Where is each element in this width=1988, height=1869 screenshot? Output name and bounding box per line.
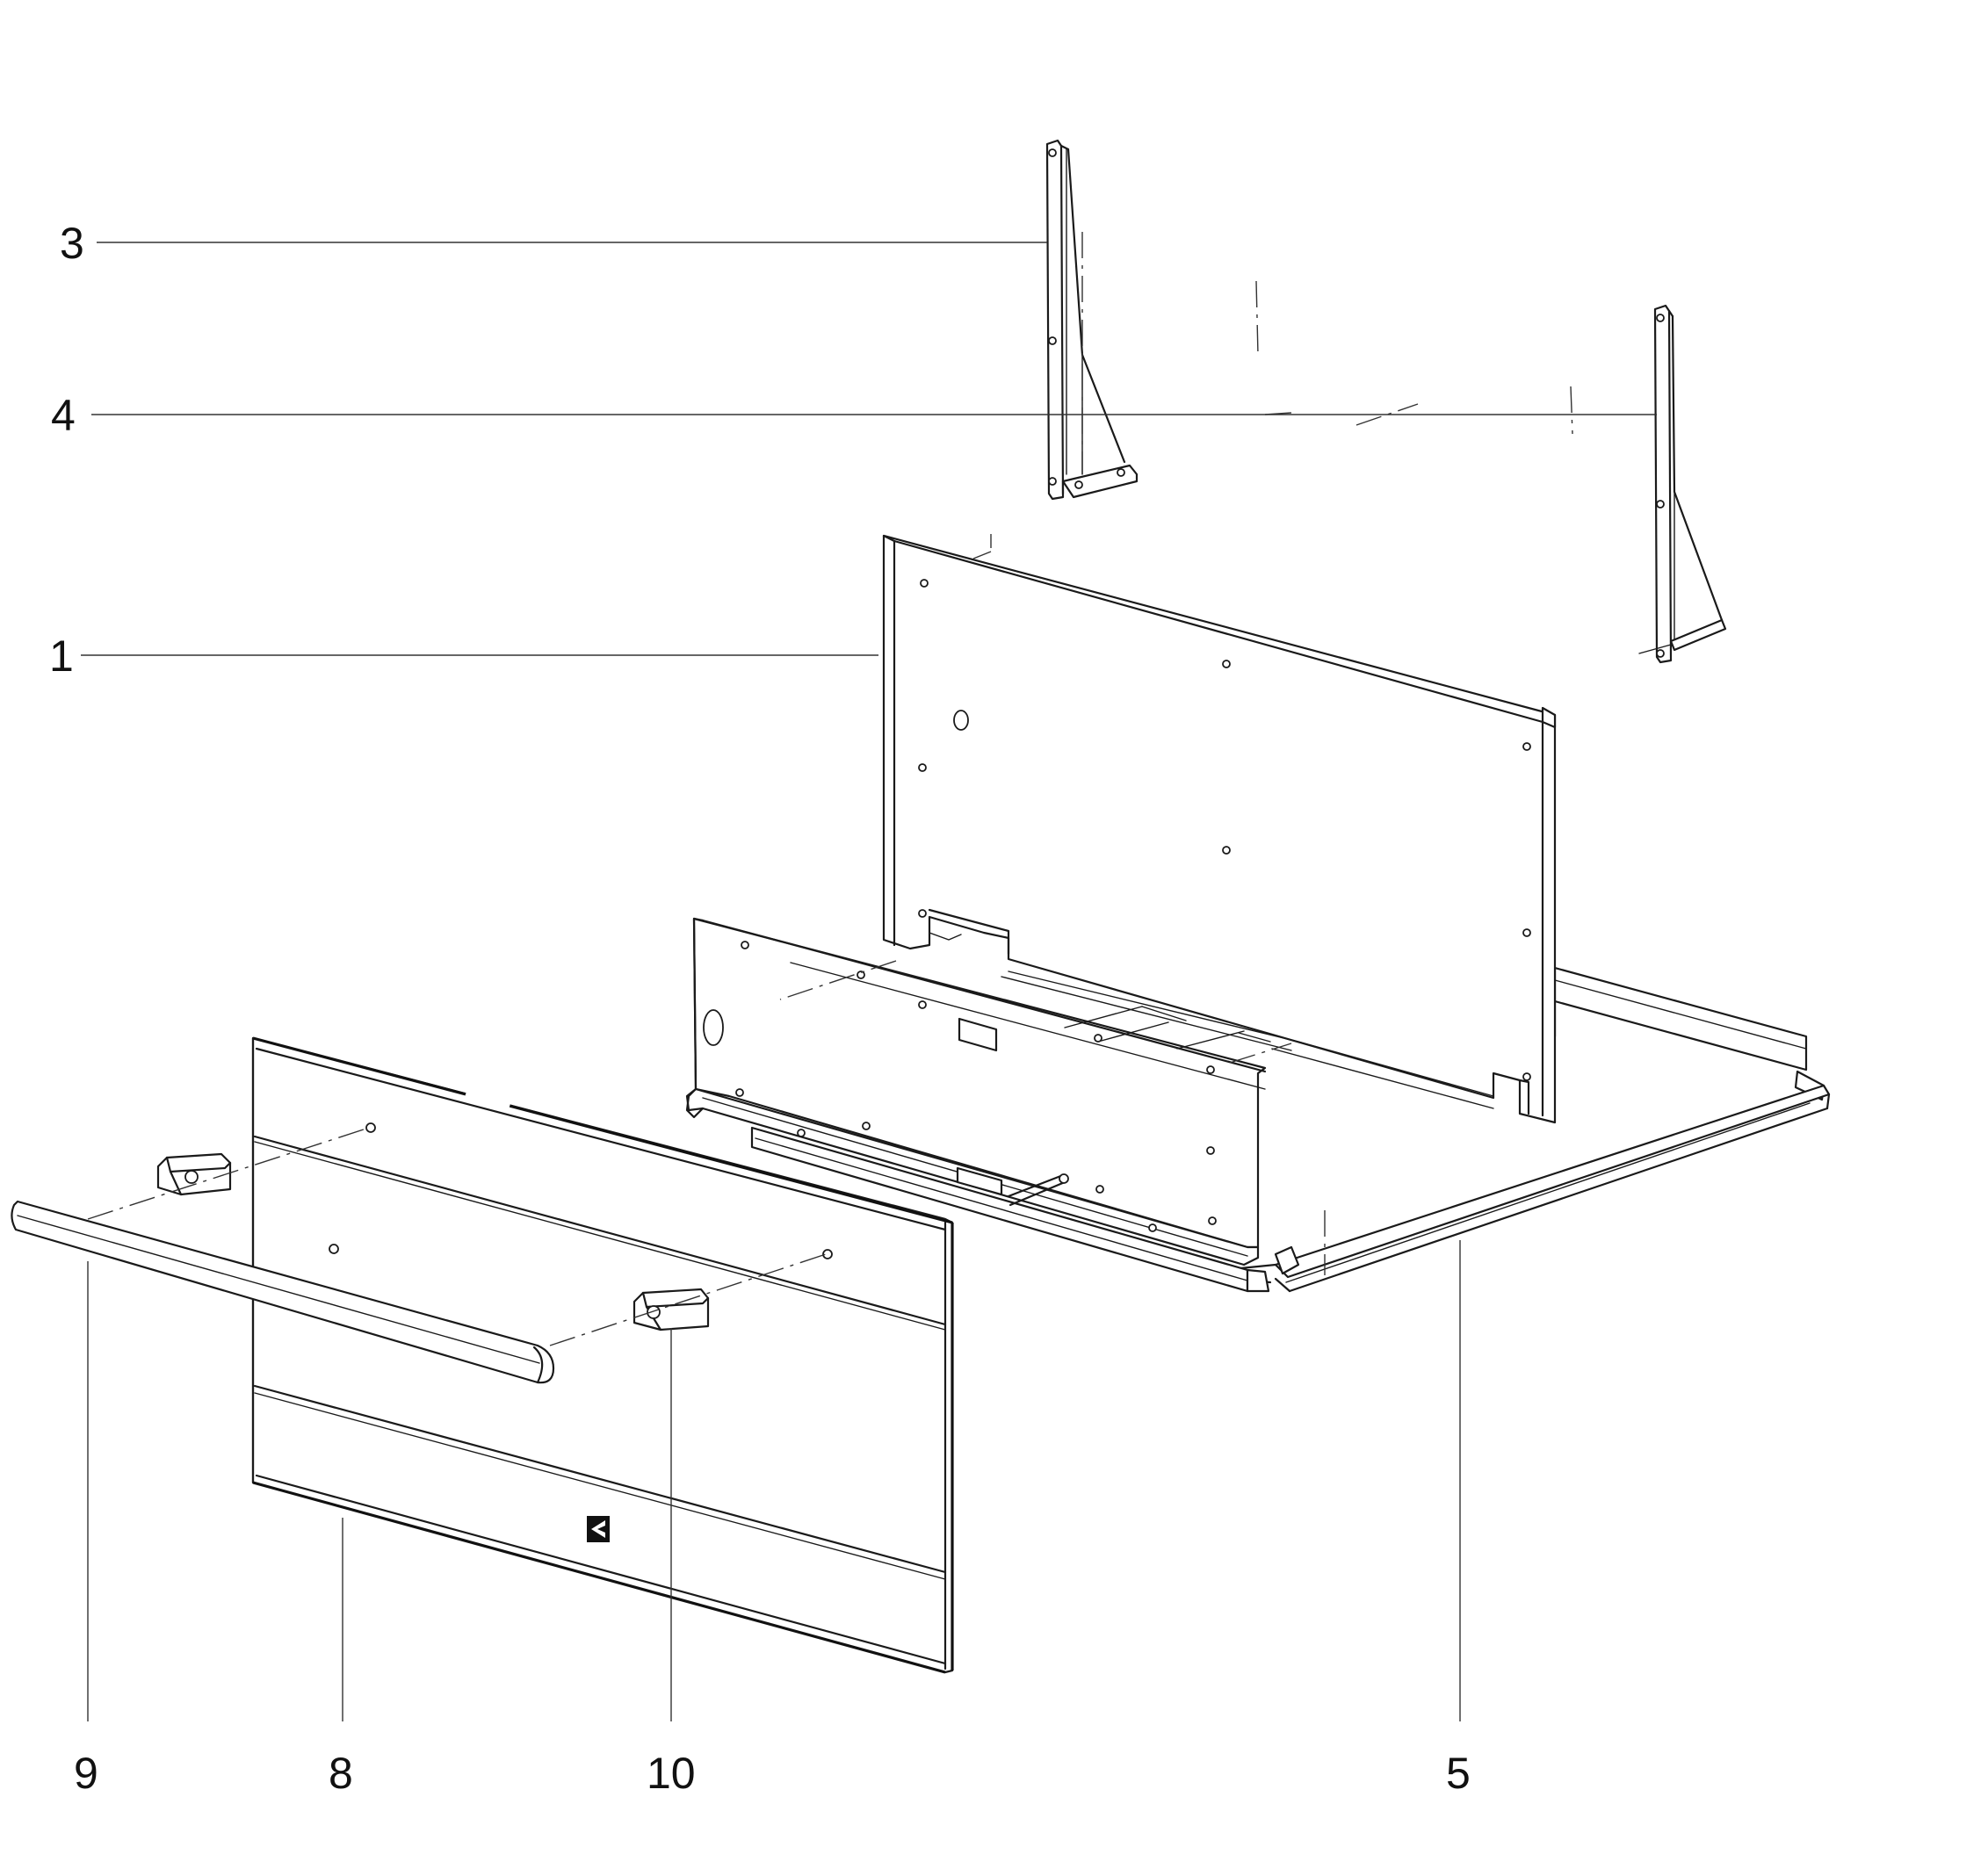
part-10-handle-mount-right bbox=[633, 1288, 710, 1331]
part-8-front-panel bbox=[251, 1036, 954, 1674]
part-4-right-bracket bbox=[1638, 304, 1727, 664]
callout-4: 4 bbox=[51, 391, 76, 440]
handle-alignment-lines bbox=[87, 1127, 827, 1346]
part-9-handle-bar bbox=[11, 1200, 555, 1384]
callout-10: 10 bbox=[647, 1749, 696, 1798]
front-inner-panel bbox=[685, 917, 1494, 1293]
callout-9: 9 bbox=[74, 1749, 98, 1798]
callout-8: 8 bbox=[329, 1749, 353, 1798]
part-10-handle-mount-left bbox=[156, 1152, 232, 1196]
part-1-back-panel bbox=[882, 534, 1557, 1124]
electrolux-logo-icon bbox=[587, 1516, 610, 1542]
callout-1: 1 bbox=[49, 631, 74, 681]
part-5-base-tray bbox=[1239, 966, 1831, 1293]
callout-5: 5 bbox=[1446, 1749, 1471, 1798]
leader-lines bbox=[81, 242, 1657, 1721]
part-3-left-bracket bbox=[1045, 139, 1139, 501]
assembly-center-lines bbox=[779, 280, 1573, 1064]
callout-3: 3 bbox=[60, 219, 84, 268]
